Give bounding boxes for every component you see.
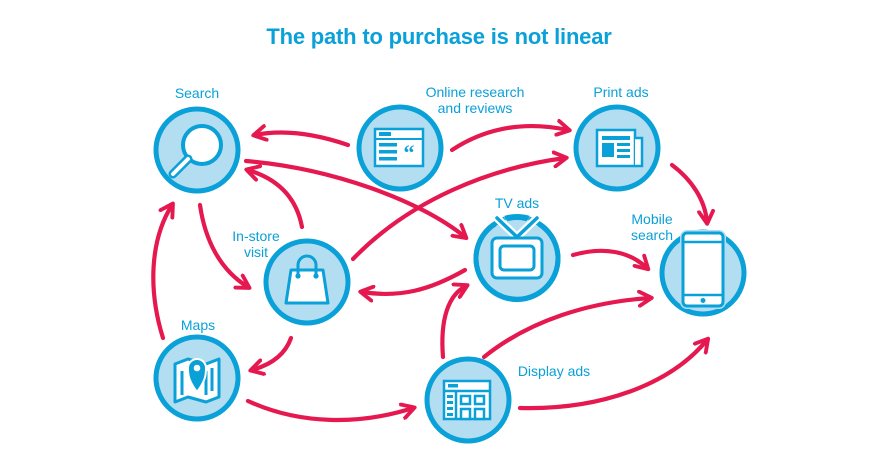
webpage-quote-icon: “: [373, 127, 425, 168]
map-pin-icon: [173, 357, 221, 404]
edge-display-to-mobile-lower: [517, 340, 707, 411]
edge-instore-to-print: [350, 158, 565, 262]
label-tv-ads: TV ads: [494, 195, 540, 211]
node-display-ads: [424, 356, 512, 444]
node-mobile-search: [659, 229, 747, 317]
node-print-ads: [573, 104, 661, 192]
magnifier-icon: [168, 124, 223, 179]
label-display-ads: Display ads: [517, 363, 591, 379]
label-search: Search: [174, 85, 220, 101]
edge-tv-to-mobile: [570, 248, 647, 268]
edge-instore-to-maps: [252, 335, 294, 370]
television-icon: [490, 214, 544, 280]
edge-tv-to-instore: [362, 267, 468, 294]
node-search: [153, 106, 241, 194]
edge-search-to-tv: [243, 158, 465, 237]
edge-print-to-mobile: [669, 162, 707, 222]
display-layout-icon: [442, 379, 492, 421]
newspaper-icon: [595, 128, 644, 168]
edge-maps-to-display: [245, 398, 413, 423]
node-in-store: [263, 238, 351, 326]
svg-text:“: “: [404, 140, 415, 165]
edge-display-to-tv: [440, 286, 466, 360]
edge-display-to-mobile-upper: [481, 298, 650, 360]
label-mobile-search: Mobile search: [630, 211, 674, 243]
node-maps: [153, 334, 241, 422]
edge-search-to-instore: [197, 202, 248, 287]
label-maps: Maps: [180, 317, 216, 333]
smartphone-icon: [680, 230, 726, 309]
edge-maps-to-search: [151, 205, 172, 341]
edge-online-to-search: [255, 132, 351, 148]
label-online-research: Online research and reviews: [425, 84, 525, 116]
node-tv-ads: [473, 214, 561, 303]
shopping-bag-icon: [284, 254, 330, 305]
diagram-title: The path to purchase is not linear: [266, 24, 612, 49]
node-online-research: “: [356, 104, 444, 192]
label-print-ads: Print ads: [593, 84, 649, 100]
label-in-store: In-store visit: [232, 228, 280, 260]
edge-online-to-print: [449, 126, 568, 153]
edge-instore-to-search: [248, 170, 305, 230]
